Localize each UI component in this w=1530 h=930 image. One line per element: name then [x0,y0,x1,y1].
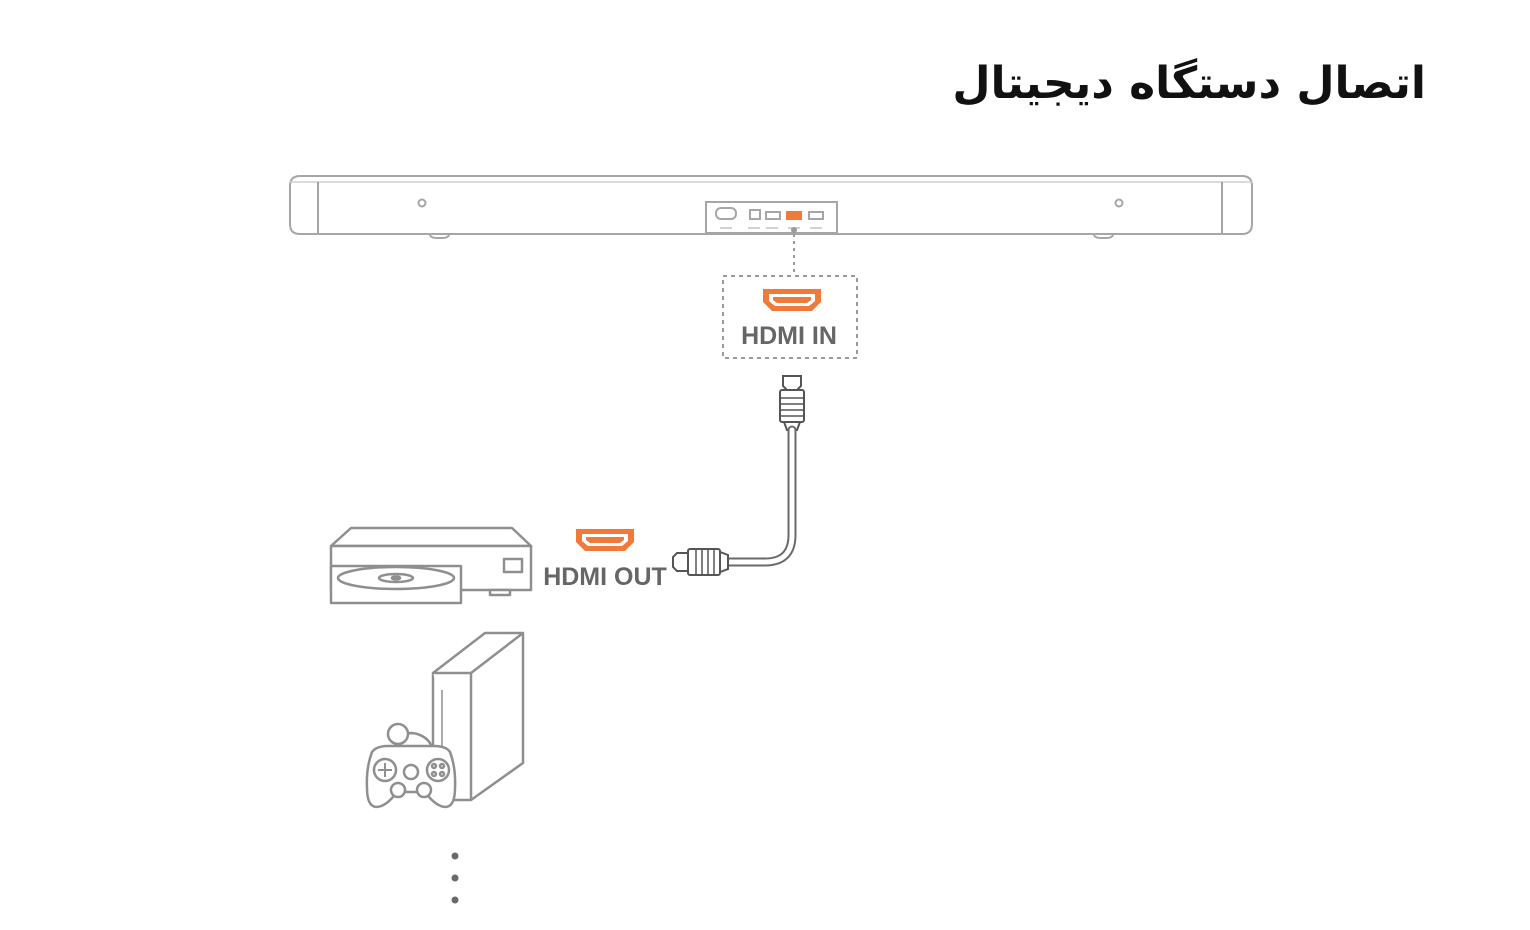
hdmi-cable [723,425,797,567]
pointer-dot [791,227,797,233]
disc-player-icon [329,526,533,605]
game-console-icon [431,631,525,802]
gamepad-icon [365,722,457,809]
hdmi-in-callout [722,275,858,359]
hdmi-port-icon [763,289,821,311]
hdmi-in-label: HDMI IN [741,322,837,350]
page-title: اتصال دستگاه دیجیتال [952,58,1426,109]
hdmi-cable-inner [725,427,795,565]
hdmi-port-icon [576,529,634,551]
soundbar-icon [289,175,1253,239]
ellipsis-icon [451,852,459,904]
hdmi-plug-icon [672,548,729,576]
hdmi-plug-icon [779,375,805,431]
hdmi-out-label: HDMI OUT [543,563,667,591]
